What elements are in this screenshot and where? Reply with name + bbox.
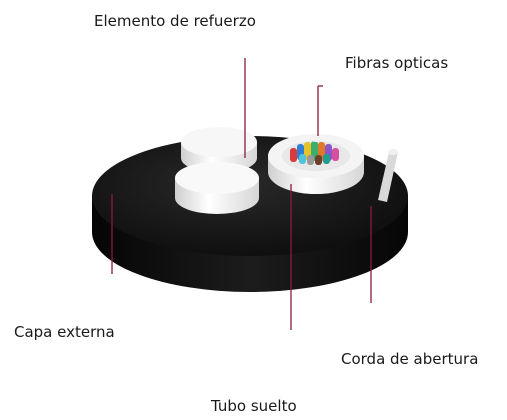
label-strength-member: Elemento de refuerzo (94, 12, 256, 30)
optical-fibers (290, 136, 339, 165)
strength-member-front (175, 162, 259, 214)
fiber (315, 155, 322, 165)
fiber (290, 148, 297, 162)
fiber (299, 154, 306, 164)
fiber (332, 148, 339, 161)
label-ripcord: Corda de abertura (341, 350, 479, 368)
fiber (323, 154, 330, 164)
label-outer-jacket: Capa externa (14, 323, 115, 341)
fiber (307, 155, 314, 165)
ripcord (378, 149, 398, 202)
label-optical-fibers: Fibras opticas (345, 54, 449, 72)
label-loose-tube: Tubo suelto (211, 397, 297, 415)
leader-lines (111, 58, 372, 330)
